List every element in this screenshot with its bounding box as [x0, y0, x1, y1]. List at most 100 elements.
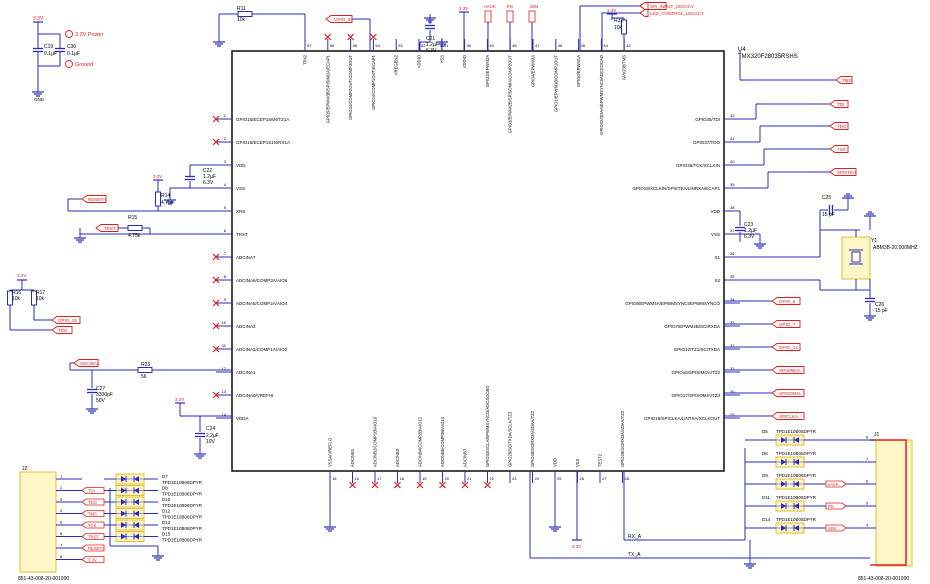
pin-name-left: ADCINA1 — [236, 370, 256, 375]
pin-name-bottom: VSS — [575, 458, 580, 467]
j1-diode-part: TPD1E10B06DPYR — [776, 495, 817, 500]
c26-value: 15 pF — [875, 308, 888, 314]
pin-num-right: 29 — [730, 412, 735, 417]
j1-diode-part: TPD1E10B06DPYR — [776, 451, 817, 456]
pin-num-bottom: 15 — [332, 476, 337, 481]
ic-pins: GPIO15/ECEP1S6N/TZ1A1GPIO16/ECEP1S1N/RX1… — [212, 33, 740, 489]
pin-num-right: 38 — [730, 205, 735, 210]
j1-pin-num: 7 — [866, 457, 869, 462]
right-external: TMS TDI TDO TCK SPISTEA C23 1.2 — [724, 51, 918, 420]
pin-name-right: X1 — [714, 255, 720, 260]
pin-name-bottom: GPIO29/SCITXDA/SCLA/TZ3 — [508, 411, 513, 467]
j1-net-flag — [825, 502, 847, 510]
c22-ref: C22 — [203, 168, 212, 174]
pin-name-right: GPIO35/TDI — [695, 117, 720, 122]
j2-pin-num: 7 — [60, 543, 63, 548]
flag-ground: Ground — [75, 62, 93, 68]
pin-num-bottom: 25 — [557, 476, 562, 481]
pin-name-top: GPIO0/EPWM1A — [576, 55, 581, 87]
flag-3v3-power: 3.3V Power — [75, 32, 104, 38]
pin-num-top: 55 — [353, 43, 358, 48]
c21-ref: C21 — [426, 36, 435, 42]
r17-value: 10k — [36, 296, 45, 302]
r23-value: 56 — [141, 374, 147, 380]
pin-name-right: GPIO17/SPISOMIA/TZ3 — [671, 393, 720, 398]
pin-num-left: 13 — [222, 389, 227, 394]
pin-name-top: GPIO5/EPWM3B/SPISIMOA/ECAP1 — [325, 54, 330, 123]
j2-net-flag — [81, 556, 105, 563]
pin-num-left: 9 — [224, 297, 227, 302]
j2-diode-part: TPD1E10B06DPYR — [162, 480, 203, 485]
net-tdi-right: TDI — [837, 102, 844, 107]
pin-name-left: VDDA — [236, 416, 249, 421]
j2-diode-ref: D7 — [162, 474, 168, 479]
pin-num-top: 45 — [581, 43, 586, 48]
c27-volt: 50V — [96, 398, 106, 404]
j2-net-label: 3.3V — [88, 557, 97, 562]
net-gpio6: GPIO_6 — [779, 299, 796, 304]
pin-num-top: 50 — [467, 43, 472, 48]
pin-num-bottom: 20 — [445, 476, 450, 481]
net-led-control-legacy: LED_CONTROL_LEGACY — [650, 11, 704, 16]
pin-num-bottom: 16 — [355, 476, 360, 481]
j1-pin-num: 4 — [866, 523, 869, 528]
r11-ref: R11 — [237, 6, 246, 12]
j2-diode-part: TPD1E10B06DPYR — [162, 503, 203, 508]
j1-diode-part: TPD1E10B06DPYR — [776, 517, 817, 522]
pin-name-bottom: ADCINB1 — [350, 448, 355, 467]
pin-num-top: 56 — [330, 43, 335, 48]
pin-num-top: 43 — [626, 43, 631, 48]
pin-name-right: GPIO6/EPWM4A/EPWMSYNCI/EPWMSYNCO — [625, 301, 720, 306]
pin-num-right: 37 — [730, 228, 735, 233]
c19-value: 0.1µF — [44, 51, 57, 57]
pin-name-left: XRS — [236, 209, 245, 214]
y1-ref: Y1 — [871, 238, 877, 244]
pin-name-top: TP42 — [303, 54, 308, 65]
r11-value: 10k — [237, 17, 246, 23]
vddio-3v3: 3.3V — [459, 6, 468, 11]
j2-diode-ref: D15 — [162, 532, 171, 537]
j1-diode-ref: D14 — [762, 517, 771, 522]
j1-diode-ref: D11 — [762, 495, 770, 500]
pin-name-left: GPIO16/ECEP1S1N/RX1A — [236, 140, 290, 145]
pin-num-bottom: 18 — [400, 476, 405, 481]
pin-num-left: 3 — [224, 159, 227, 164]
pin-num-right: 42 — [730, 113, 735, 118]
ic-part: TMX320F28035RSHS — [738, 54, 798, 60]
r16-ref: R16 — [12, 290, 21, 296]
r15-ref: R15 — [128, 215, 137, 221]
pin-num-top: 51 — [444, 43, 449, 48]
c22-value: 1.2µF — [203, 174, 216, 180]
pin-num-left: 14 — [222, 412, 227, 417]
y1-part: ABM3B-20.000MHZ — [873, 245, 918, 251]
j2-pin-num: 6 — [60, 531, 63, 536]
j1-pin-num: 6 — [866, 479, 869, 484]
pin-num-right: 39 — [730, 182, 735, 187]
c21-value: 1.2µF — [426, 42, 439, 48]
pin-name-bottom: ADCINB4/COMP2B/AIO12 — [418, 416, 423, 467]
j1-diode-part: TPD1E10B06DPYR — [776, 473, 817, 478]
net-gpio7: GPIO_7 — [779, 322, 796, 327]
c23-volt: 6.3V — [744, 234, 755, 240]
net-spiclk: SPICLKA — [779, 414, 798, 419]
pin-num-bottom: 17 — [377, 476, 382, 481]
tvs-diode-icon — [115, 485, 145, 496]
vdd-bottom-3v3: 3.3V — [572, 544, 581, 549]
power-decoupling: 3.3V C19 0.1µF C30 0.1µF GND 3.3V Power … — [31, 16, 104, 102]
r32-ref: R32 — [614, 18, 623, 24]
j1-net-label: nACK — [828, 482, 839, 487]
gnd-label: GND — [34, 97, 45, 102]
pin-num-left: 7 — [224, 251, 227, 256]
net-tdo-right: TDO — [837, 124, 847, 129]
net-trst-left: TRST — [104, 226, 116, 231]
j2-part: 851-43-008-20-001000 — [18, 576, 69, 582]
pin-name-left: GPIO15/ECEP1S6N/TZ1A — [236, 117, 289, 122]
pin-name-left: ADCINA0/VREFHI — [236, 393, 273, 398]
r32-3v3: 3.3V — [607, 8, 616, 13]
pin-num-left: 4 — [224, 182, 227, 187]
c24-volt: 10V — [206, 439, 216, 445]
c26-ref: C26 — [875, 302, 884, 308]
pin-name-right: GPIO37/TDO — [693, 140, 721, 145]
j2-pin-num: 4 — [60, 508, 63, 513]
j2-pin-num: 8 — [60, 554, 63, 559]
